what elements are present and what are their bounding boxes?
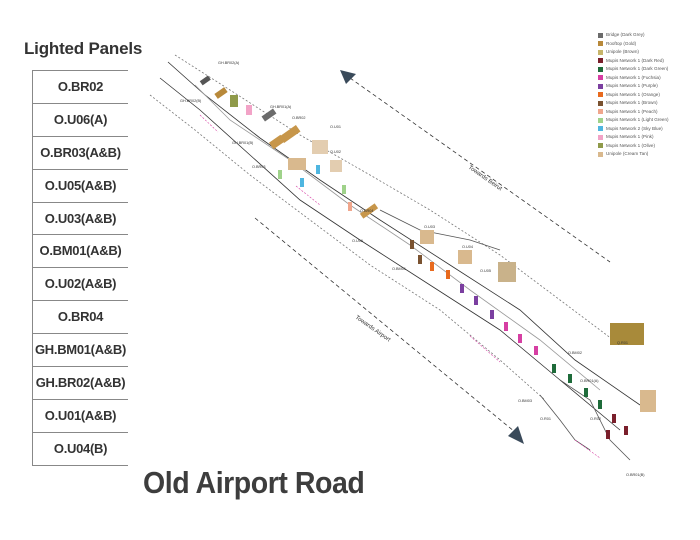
code-label: O.BM02 bbox=[568, 351, 582, 355]
panel-item[interactable]: O.U06(A) bbox=[33, 104, 128, 137]
legend-item: Mupis Network 1 (Peach) bbox=[598, 108, 669, 117]
direction-label-airport: Towards Airport bbox=[354, 315, 392, 344]
code-label: O.BM03 bbox=[518, 399, 532, 403]
mupis-markers bbox=[278, 165, 628, 439]
legend-item: Mupis Network 1 (Light Green) bbox=[598, 116, 669, 125]
panel-item[interactable]: O.BR04 bbox=[33, 301, 128, 335]
code-label: O.BR01(A) bbox=[580, 379, 599, 383]
legend-item: Unipole (Cream Tan) bbox=[598, 150, 669, 159]
panel-item[interactable]: O.U03(A&B) bbox=[33, 203, 128, 236]
legend-item: Rooftop (Gold) bbox=[598, 40, 669, 49]
code-label: O.U06 bbox=[352, 239, 363, 243]
code-label: O.BR02 bbox=[292, 116, 306, 120]
panel-item[interactable]: O.BM01(A&B) bbox=[33, 235, 128, 269]
legend-item: Unipole (Brown) bbox=[598, 48, 669, 57]
panel-item[interactable]: O.U05(A&B) bbox=[33, 170, 128, 203]
code-label: O.U02 bbox=[330, 150, 341, 154]
legend-item: Mupis Network 1 (Olive) bbox=[598, 142, 669, 151]
code-label: O.U03 bbox=[424, 225, 435, 229]
direction-label-beirut: Towards Beirut bbox=[467, 165, 503, 193]
panel-item[interactable]: O.U01(A&B) bbox=[33, 400, 128, 433]
code-label: O.BR04 bbox=[360, 209, 374, 213]
code-label: GH.BR01(A) bbox=[270, 105, 292, 109]
panel-item[interactable]: O.BR03(A&B) bbox=[33, 137, 128, 170]
direction-arrow-airport bbox=[254, 217, 524, 444]
code-label: GH.BR02(B) bbox=[180, 99, 202, 103]
code-label: O.BM01 bbox=[392, 267, 406, 271]
code-label: O.BR01(B) bbox=[626, 473, 645, 477]
road-title: Old Airport Road bbox=[143, 465, 365, 500]
code-label: Q.R01 bbox=[617, 341, 628, 345]
lighted-panels-title: Lighted Panels bbox=[24, 39, 143, 58]
road-outline bbox=[149, 54, 641, 461]
code-label: O.U05 bbox=[480, 269, 491, 273]
code-label: O.R01 bbox=[540, 417, 551, 421]
legend-item: Mupis Network 1 (Purple) bbox=[598, 82, 669, 91]
code-label: O.U04 bbox=[462, 245, 473, 249]
legend-item: Mupis Network 1 (Dark Red) bbox=[598, 57, 669, 66]
panel-item[interactable]: O.BR02 bbox=[33, 70, 128, 104]
legend-item: Bridge (Dark Grey) bbox=[598, 31, 669, 40]
legend-item: Mupis Network 1 (Orange) bbox=[598, 91, 669, 100]
lighted-panels-list: O.BR02 O.U06(A) O.BR03(A&B) O.U05(A&B) O… bbox=[32, 70, 128, 466]
legend-item: Mupis Network 1 (Pink) bbox=[598, 133, 669, 142]
code-label: O.R02 bbox=[590, 417, 601, 421]
panel-item[interactable]: GH.BR02(A&B) bbox=[33, 367, 128, 400]
code-label: GH.BR02(A) bbox=[218, 61, 240, 65]
billboard-group bbox=[199, 75, 656, 412]
code-label: O.BR03 bbox=[252, 165, 266, 169]
legend-item: Mupis Network 1 (Fuchsia) bbox=[598, 74, 669, 83]
direction-arrow-beirut bbox=[340, 70, 611, 263]
panel-item[interactable]: O.U02(A&B) bbox=[33, 268, 128, 302]
code-label: O.U01 bbox=[330, 125, 341, 129]
location-codes: GH.BR02(A) GH.BR02(B) GH.BR01(A) GH.BR01… bbox=[180, 61, 645, 477]
map-legend: Bridge (Dark Grey) Rooftop (Gold) Unipol… bbox=[598, 31, 669, 159]
distance-markers bbox=[199, 114, 601, 459]
legend-item: Mupis Network 1 (Brown) bbox=[598, 99, 669, 108]
panel-item[interactable]: O.U04(B) bbox=[33, 433, 128, 466]
legend-item: Mupis Network 2 (Sky Blue) bbox=[598, 125, 669, 134]
panel-item[interactable]: GH.BM01(A&B) bbox=[33, 334, 128, 368]
legend-item: Mupis Network 1 (Dark Green) bbox=[598, 65, 669, 74]
code-label: GH.BR01(B) bbox=[232, 141, 254, 145]
